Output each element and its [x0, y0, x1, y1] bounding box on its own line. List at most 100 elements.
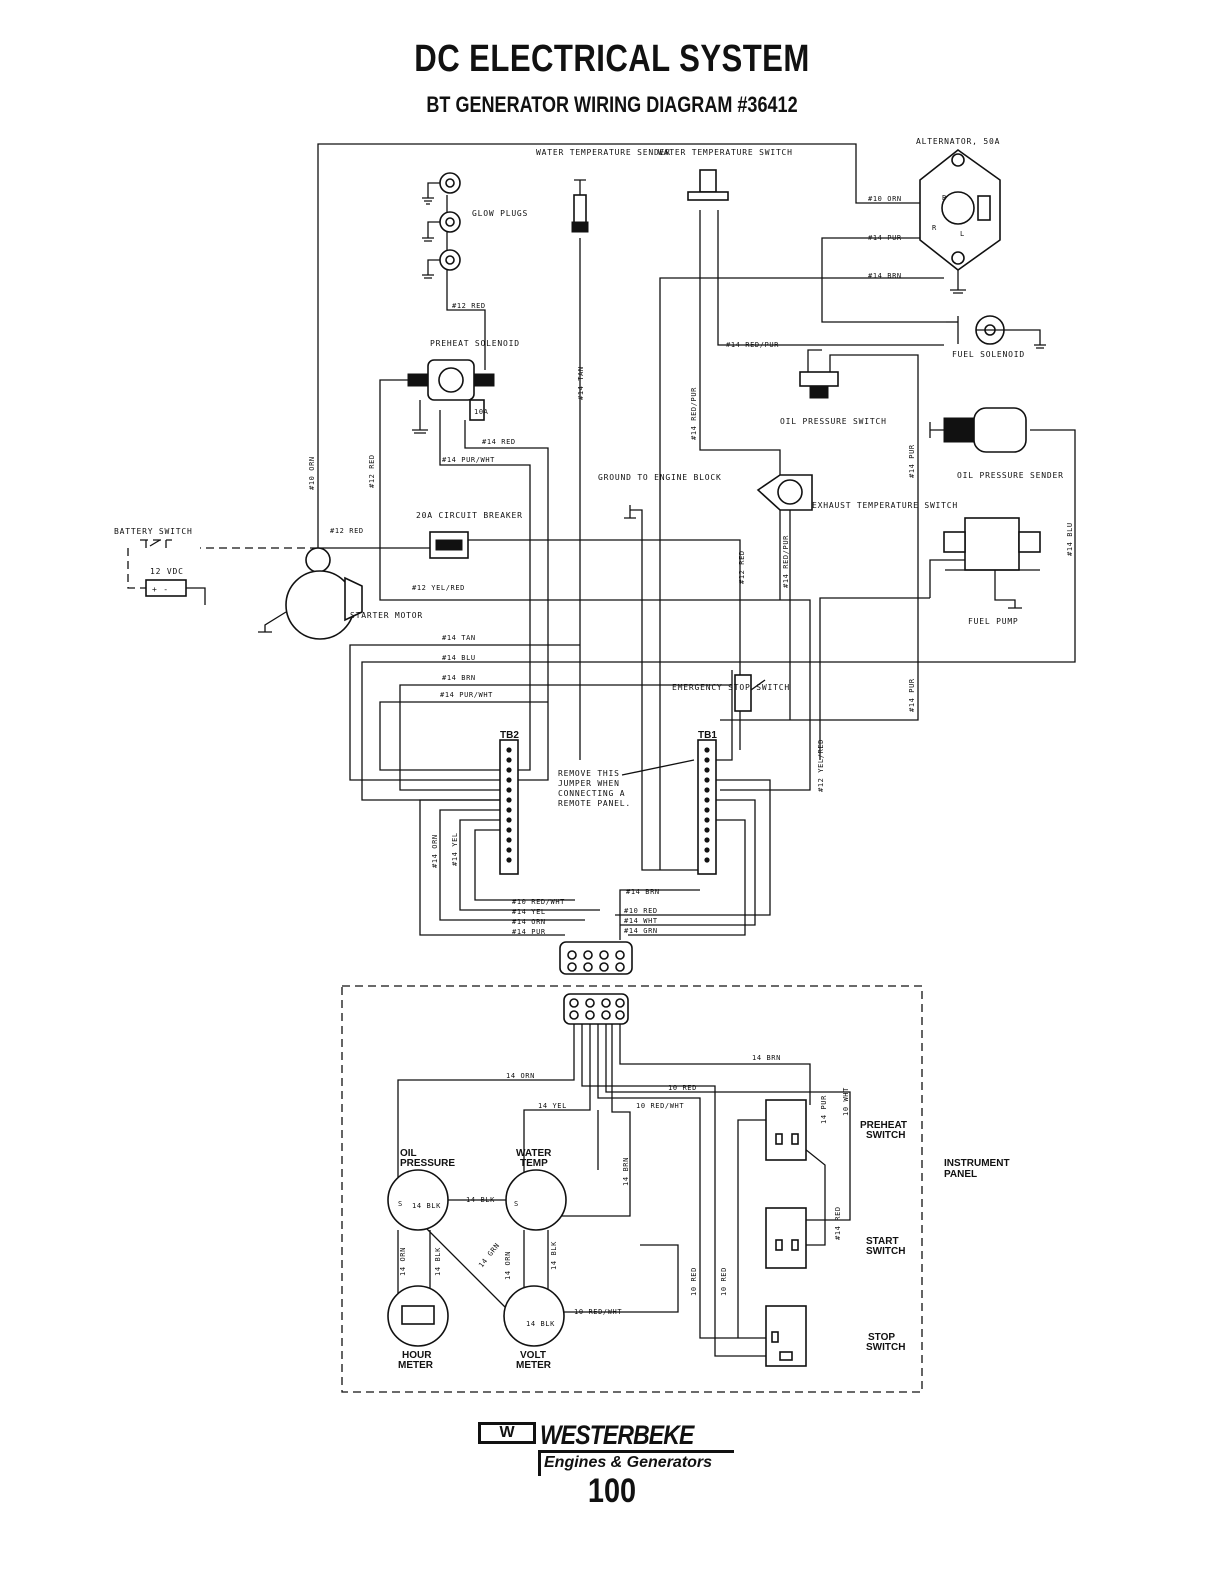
wire-label: #14 PUR — [512, 928, 546, 936]
terminal-screw — [506, 777, 512, 783]
fuel-solenoid-label: FUEL SOLENOID — [952, 350, 1025, 359]
starter-motor-label: STARTER MOTOR — [350, 611, 423, 620]
wire-label: 10 RED/WHT — [574, 1308, 622, 1316]
tb2-label: TB2 — [500, 730, 519, 741]
wire-label: #12 RED — [738, 550, 746, 584]
instrument-panel-text: PANEL — [944, 1169, 977, 1180]
svg-text:L: L — [960, 230, 965, 238]
terminal-screw — [704, 767, 710, 773]
battery-switch — [140, 539, 172, 552]
fuel-pump-label: FUEL PUMP — [968, 617, 1019, 626]
volt-label-line: METER — [516, 1360, 552, 1371]
wire-label: #10 ORN — [868, 195, 902, 203]
logo-tagline: Engines & Generators — [544, 1454, 713, 1471]
wire-label: #12 RED — [330, 527, 364, 535]
water-temp-switch-text: WATER TEMPERATURE SWITCH — [658, 148, 793, 157]
wire-label: #14 YEL — [512, 908, 546, 916]
terminal-screw — [506, 787, 512, 793]
wire-label: #10 RED — [624, 907, 658, 915]
preheat-label-line: PREHEAT — [860, 1120, 907, 1131]
svg-text:S: S — [514, 1200, 519, 1208]
instrument-panel-border — [341, 985, 923, 1393]
jumper-note-line: REMOVE THIS — [558, 769, 620, 778]
oil-label-line: PRESSURE — [400, 1158, 455, 1169]
oil-pressure-gauge-label: OIL PRESSURE — [400, 1148, 455, 1169]
wire-label: #14 TAN — [577, 366, 585, 400]
logo-mark: W — [478, 1422, 536, 1444]
wire-label: #14 BRN — [626, 888, 660, 896]
wire-label: 10 RED — [668, 1084, 697, 1092]
wire-label: #10 RED/WHT — [512, 898, 565, 906]
wire-label: 10 RED/WHT — [636, 1102, 684, 1110]
stop-switch-label: STOP SWITCH — [866, 1332, 905, 1353]
fuel-pump — [943, 517, 1041, 609]
terminal-screw — [506, 857, 512, 863]
emergency-stop-label: EMERGENCY STOP SWITCH — [672, 683, 790, 692]
oil-pressure-sender-label: OIL PRESSURE SENDER — [957, 471, 1064, 480]
wire-label: #14 RED/PUR — [690, 387, 698, 440]
wire-label: #14 BRN — [868, 272, 902, 280]
ground-label: GROUND TO ENGINE BLOCK — [598, 473, 722, 482]
wire-label: 14 GRN — [477, 1242, 501, 1270]
start-label-line: SWITCH — [866, 1246, 905, 1257]
terminal-block-tb2 — [499, 739, 519, 875]
wire-label: #14 PUR/WHT — [442, 456, 495, 464]
volt-meter-label: VOLT METER — [516, 1350, 552, 1371]
jumper-note-line: CONNECTING A — [558, 789, 625, 798]
start-label-line: START — [866, 1236, 899, 1247]
terminal-block-tb1 — [697, 739, 717, 875]
terminal-screw — [506, 837, 512, 843]
battery-switch-label: BATTERY SWITCH — [114, 527, 193, 536]
wire-label: 14 ORN — [506, 1072, 535, 1080]
jumper-note-line: JUMPER WHEN — [558, 779, 620, 788]
wire-label: #12 YEL/RED — [817, 739, 825, 792]
wire-label: 14 BLK — [412, 1202, 441, 1210]
wire-label: 14 BRN — [752, 1054, 781, 1062]
battery: + - — [145, 579, 187, 597]
wire-label: 14 BLK — [466, 1196, 495, 1204]
wire-label: #14 ORN — [512, 918, 546, 926]
wire-label: #14 TAN — [442, 634, 476, 642]
wire-label: #14 BRN — [442, 674, 476, 682]
instrument-panel-label: INSTRUMENT PANEL — [944, 1158, 1012, 1180]
terminal-screw — [506, 847, 512, 853]
svg-text:+ -: + - — [152, 585, 169, 594]
volt-meter — [503, 1285, 565, 1347]
jumper-note-line: REMOTE PANEL. — [558, 799, 631, 808]
oil-label-line: OIL — [400, 1148, 417, 1159]
wire-label: #14 PUR/WHT — [440, 691, 493, 699]
terminal-screw — [506, 797, 512, 803]
wire-label: #14 ORN — [431, 834, 439, 868]
water-temp-gauge: S — [505, 1169, 567, 1231]
wire-label: #12 RED — [452, 302, 486, 310]
stop-label-line: SWITCH — [866, 1342, 905, 1353]
start-switch — [765, 1207, 807, 1269]
preheat-switch-label: PREHEAT SWITCH — [860, 1120, 910, 1141]
water-temp-switch — [687, 169, 729, 201]
tb1-label: TB1 — [698, 730, 717, 741]
wire-label: #14 GRN — [624, 927, 658, 935]
start-switch-label: START SWITCH — [866, 1236, 905, 1257]
glow-plugs — [422, 172, 461, 279]
wire-label: 14 BLK — [434, 1247, 442, 1276]
alternator-label: ALTERNATOR, 50A — [916, 137, 1000, 146]
emergency-stop-switch — [734, 674, 766, 712]
svg-text:B: B — [942, 194, 947, 202]
terminal-screw — [506, 757, 512, 763]
water-temp-gauge-label: WATER TEMP — [516, 1148, 554, 1169]
exhaust-temp-switch — [756, 474, 813, 511]
starter-motor — [258, 547, 363, 640]
svg-text:R: R — [932, 224, 937, 232]
battery-label: 12 VDC — [150, 567, 184, 576]
jumper-arrow — [621, 759, 695, 776]
svg-text:S: S — [398, 1200, 403, 1208]
wire-label: #14 PUR — [908, 678, 916, 712]
terminal-screw — [506, 827, 512, 833]
panel-wiring — [397, 1024, 851, 1357]
wire-label: 14 PUR — [820, 1095, 828, 1124]
hour-meter-label: HOUR METER — [398, 1350, 434, 1371]
page-title: DC ELECTRICAL SYSTEM — [414, 38, 810, 80]
preheat-switch — [765, 1099, 807, 1161]
wire-label: #14 PUR — [908, 444, 916, 478]
